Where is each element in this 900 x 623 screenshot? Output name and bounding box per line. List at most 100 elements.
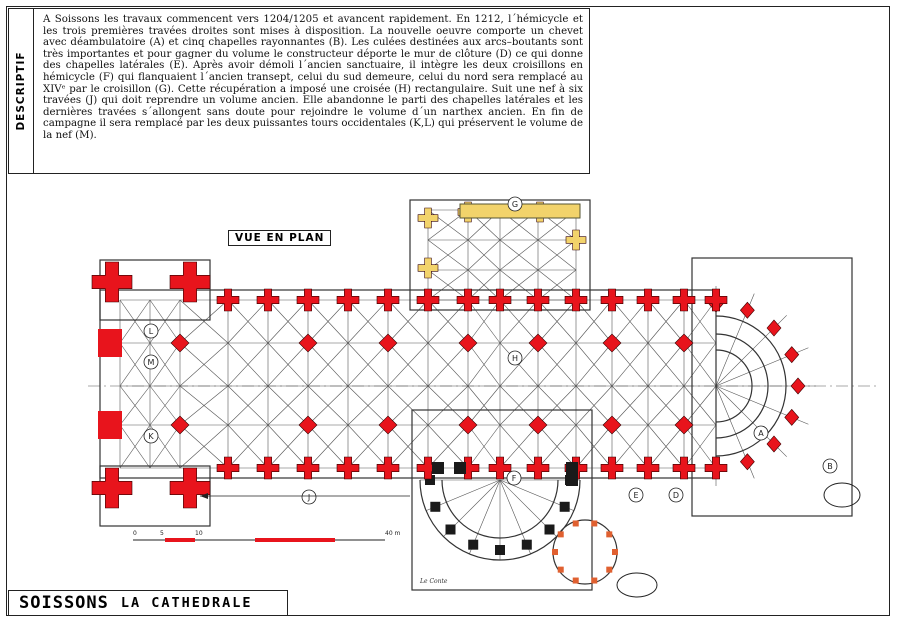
old-pier <box>432 462 444 474</box>
rib-line <box>227 424 269 469</box>
pier <box>704 456 728 480</box>
rib-line <box>347 342 389 387</box>
rib-line <box>267 342 309 387</box>
rib-line <box>467 239 501 271</box>
old-pier <box>445 524 456 535</box>
scale-tick-label: 40 m <box>385 530 401 537</box>
chapel-pier <box>766 319 782 337</box>
rib-line <box>267 385 309 426</box>
rib-line <box>267 299 309 344</box>
footer-subtitle: LA CATHEDRALE <box>120 595 253 611</box>
rib-line <box>227 385 269 426</box>
pier <box>488 288 512 312</box>
rib-line <box>307 424 349 469</box>
chapel-circle <box>552 519 618 585</box>
old-pier <box>425 475 435 485</box>
rib-line <box>683 385 717 426</box>
label-letter: A <box>758 429 764 438</box>
scale-tick-label: 5 <box>160 530 164 537</box>
vault-grid <box>88 209 880 560</box>
pier <box>336 288 360 312</box>
label-letter: D <box>673 491 679 500</box>
rib-line <box>307 342 349 387</box>
tower-outline <box>99 259 211 321</box>
pier <box>169 261 211 303</box>
label-circle <box>628 487 644 503</box>
rib-line <box>575 342 613 387</box>
chapel-pier-small <box>612 549 618 555</box>
rib-line <box>347 299 389 344</box>
footer-title-box: SOISSONS LA CATHEDRALE <box>8 590 288 616</box>
rib-line <box>537 269 577 301</box>
rib-line <box>149 424 181 469</box>
description-tab: DESCRIPTIF <box>9 9 34 173</box>
rib-line <box>427 424 469 469</box>
rib-line <box>467 385 501 426</box>
plan-title: VUE EN PLAN <box>228 230 332 246</box>
chapel-pier-small <box>606 566 613 573</box>
label-circle <box>301 489 317 505</box>
pier <box>600 288 624 312</box>
pier <box>296 288 320 312</box>
chapel-pier-small <box>572 520 579 527</box>
old-pier <box>559 501 570 512</box>
chapel-pier <box>790 377 806 395</box>
rib-line <box>427 385 469 426</box>
description-box: DESCRIPTIF A Soissons les travaux commen… <box>8 8 590 174</box>
transept-arc <box>419 479 581 561</box>
arcade-pier <box>298 333 318 353</box>
pier <box>256 456 280 480</box>
old-pier <box>454 462 466 474</box>
rib-line <box>427 342 469 387</box>
rib-line <box>611 342 649 387</box>
rib-line <box>387 299 429 344</box>
label-circle <box>507 350 523 366</box>
rib-line <box>427 299 469 344</box>
label-circle <box>753 425 769 441</box>
oval-mark <box>823 482 861 508</box>
oval-mark <box>616 572 658 598</box>
pier <box>169 467 211 509</box>
old-pier <box>495 545 505 555</box>
rib-line <box>179 342 229 387</box>
apse-arc <box>715 315 787 457</box>
transept-arc <box>441 479 559 539</box>
arcade-pier <box>674 415 694 435</box>
chapel-pier <box>784 346 800 364</box>
old-pier <box>430 501 441 512</box>
rib-line <box>537 239 577 271</box>
page-frame <box>6 6 890 616</box>
rib-line <box>467 342 501 387</box>
rib-line <box>119 342 151 387</box>
south-transept-box <box>411 409 593 591</box>
rib-line <box>499 385 539 426</box>
pier <box>456 288 480 312</box>
arcade-pier <box>528 415 548 435</box>
pier <box>336 456 360 480</box>
rib-line <box>179 299 229 344</box>
signature: Le Conte <box>419 578 448 585</box>
scale-tick-label: 10 <box>195 530 203 537</box>
arcade-pier <box>458 333 478 353</box>
chapel-pier-small <box>572 577 579 584</box>
label-circle <box>507 196 523 212</box>
rib-line <box>119 385 151 426</box>
label-letter: K <box>148 432 154 441</box>
rib-line <box>467 424 501 469</box>
rib-line <box>149 385 181 426</box>
chapel-pier-small <box>591 520 598 527</box>
pier <box>636 456 660 480</box>
rib-line <box>611 299 649 344</box>
chapel-pier <box>766 435 782 453</box>
rib-line <box>387 424 429 469</box>
rib-line <box>119 299 151 344</box>
scale-segment <box>255 538 335 542</box>
chapel-pier-small <box>552 549 558 555</box>
label-letter: G <box>512 200 518 209</box>
pier <box>416 288 440 312</box>
pier <box>416 456 440 480</box>
arcade-pier <box>378 415 398 435</box>
label-circle <box>822 458 838 474</box>
pier <box>376 456 400 480</box>
